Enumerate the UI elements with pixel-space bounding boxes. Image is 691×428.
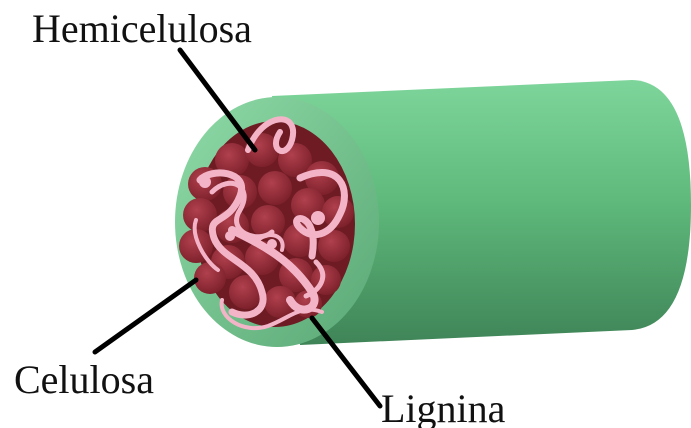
cellulose-label: Celulosa (14, 357, 154, 402)
hemicellulose-label: Hemicelulosa (32, 6, 252, 51)
lignin-label: Lignina (381, 386, 506, 428)
cellulose-leader-line (95, 280, 196, 352)
